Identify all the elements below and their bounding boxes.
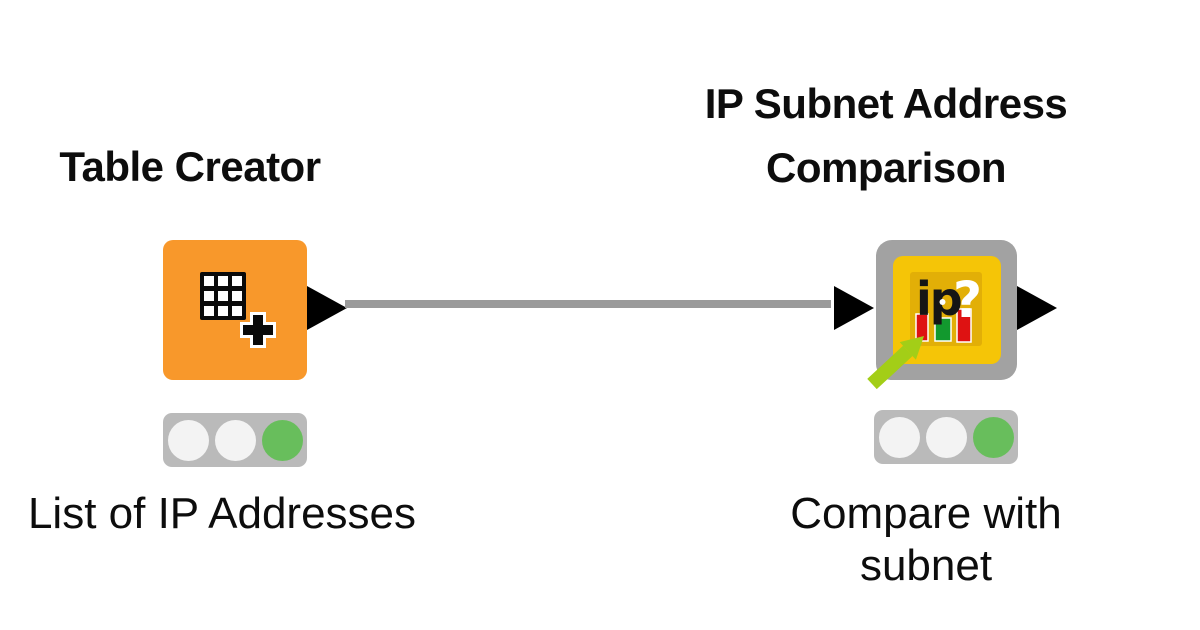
table-grid-icon	[200, 272, 246, 320]
status-light-green-on	[972, 416, 1014, 458]
input-port-ip-subnet-comparison[interactable]	[834, 286, 874, 330]
ip-question-icon: ip ?	[915, 271, 982, 343]
connection-edge[interactable]	[345, 300, 831, 308]
bar-chart-icon	[915, 308, 972, 343]
plus-icon	[240, 312, 276, 348]
status-light-green-on	[261, 419, 303, 461]
node-annotation-table-creator[interactable]: List of IP Addresses	[27, 489, 417, 538]
node-title-table-creator: Table Creator	[59, 143, 321, 190]
node-annotation-ip-subnet-comparison[interactable]: Compare with subnet	[790, 489, 1062, 590]
node-title-ip-subnet-comparison: IP Subnet Address Comparison	[686, 72, 1086, 200]
table-grid-plus-icon	[200, 272, 276, 348]
green-arrow-icon	[867, 336, 924, 390]
status-light-yellow-off	[925, 416, 967, 458]
status-light-red-off	[878, 416, 920, 458]
traffic-light-table-creator	[163, 413, 307, 467]
node-title-line2: Comparison	[765, 144, 1007, 191]
status-light-yellow-off	[214, 419, 256, 461]
output-port-ip-subnet-comparison[interactable]	[1017, 286, 1057, 330]
traffic-light-ip-subnet-comparison	[874, 410, 1018, 464]
node-title-line1: IP Subnet Address	[704, 80, 1068, 127]
ip-text: ip	[916, 272, 961, 326]
status-light-red-off	[167, 419, 209, 461]
p-bowl-dot	[939, 299, 946, 305]
question-mark-text: ?	[953, 271, 982, 329]
output-port-table-creator[interactable]	[307, 286, 347, 330]
